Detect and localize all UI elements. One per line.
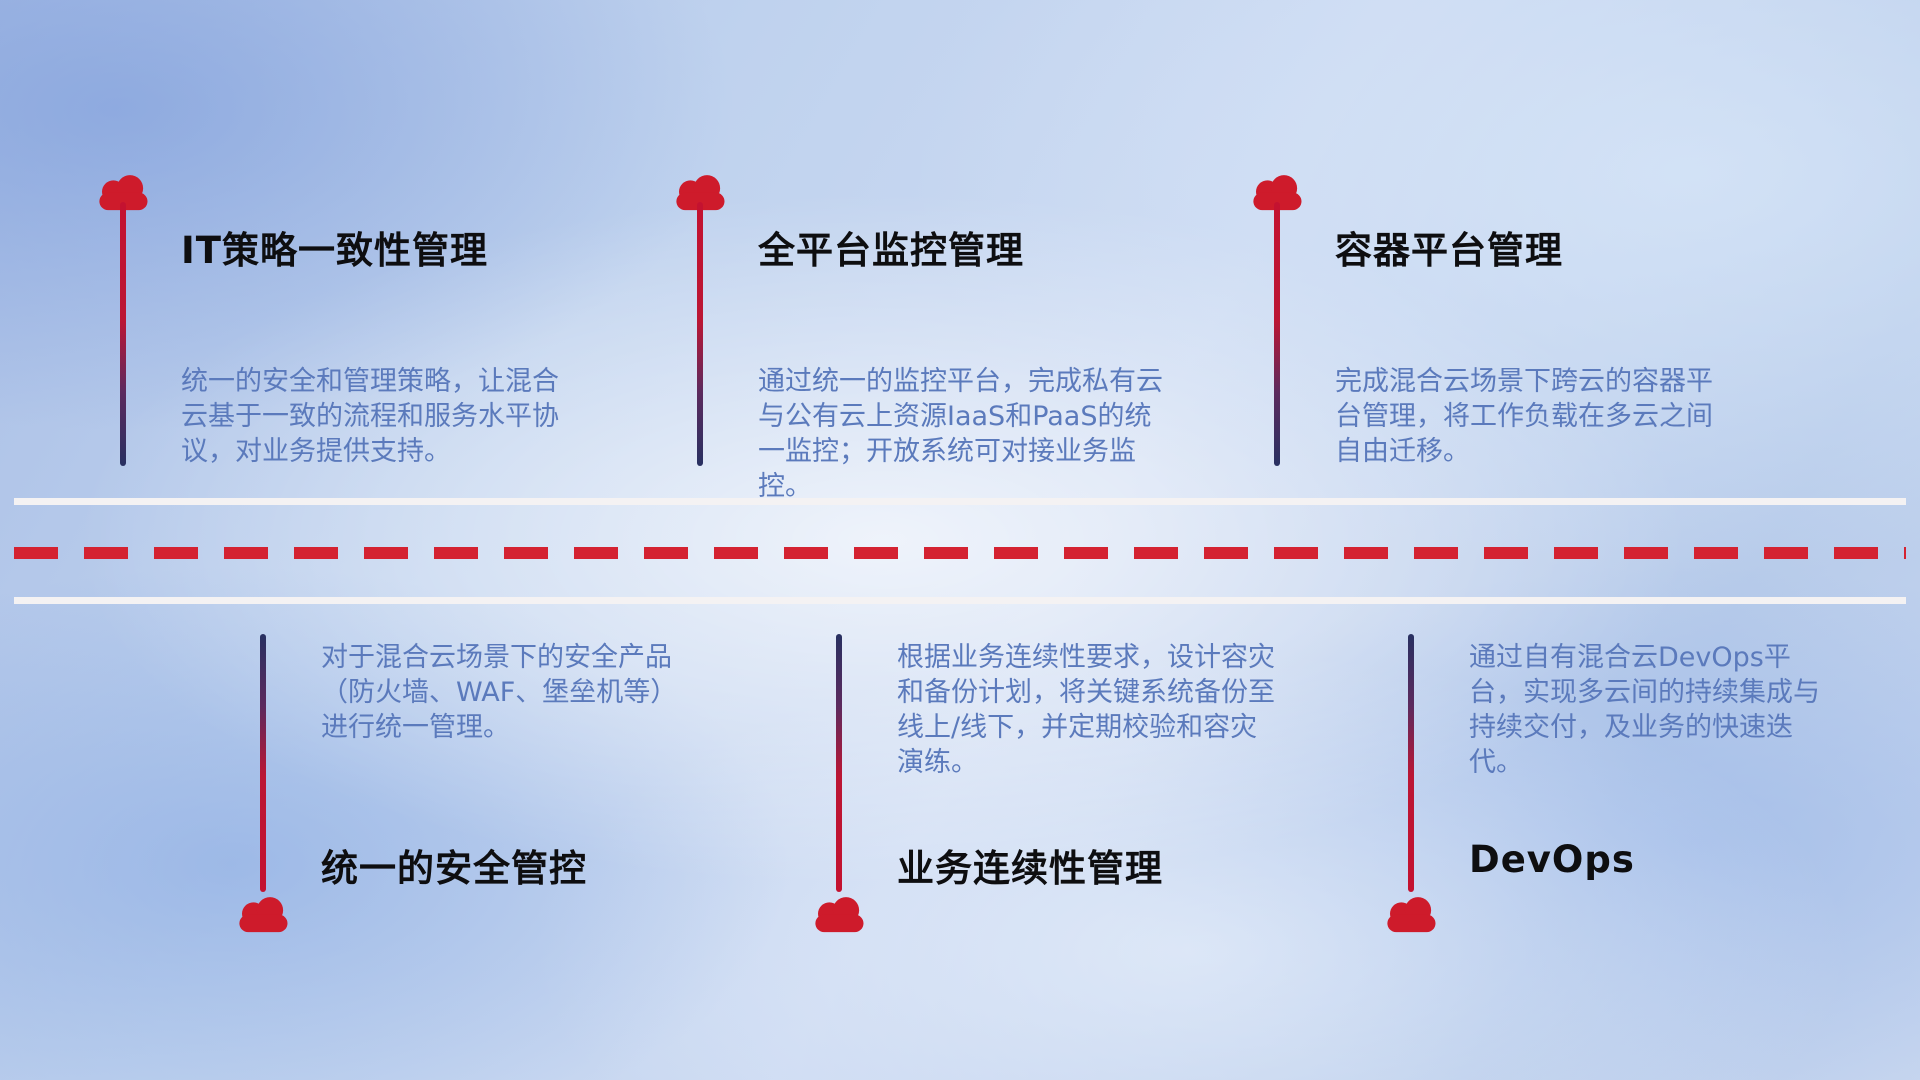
cloud-icon [672, 168, 728, 212]
connector-line [697, 202, 703, 466]
item-title: DevOps [1469, 838, 1635, 881]
item-title: 统一的安全管控 [321, 847, 587, 890]
cloud-icon [95, 168, 151, 212]
item-title: 容器平台管理 [1335, 229, 1563, 272]
item-description: 对于混合云场景下的安全产品（防火墙、WAF、堡垒机等）进行统一管理。 [321, 642, 678, 743]
cloud-icon [1249, 168, 1305, 212]
connector-line [1408, 634, 1414, 892]
cloud-icon [235, 890, 291, 934]
item-title: IT策略一致性管理 [181, 229, 489, 272]
connector-line [260, 634, 266, 892]
road-bottom-line [14, 597, 1906, 604]
cloud-icon [1383, 890, 1439, 934]
item-title: 业务连续性管理 [897, 847, 1163, 890]
item-title: 全平台监控管理 [758, 229, 1024, 272]
cloud-icon [811, 890, 867, 934]
item-description: 通过统一的监控平台，完成私有云与公有云上资源IaaS和PaaS的统一监控；开放系… [758, 366, 1163, 502]
item-description: 根据业务连续性要求，设计容灾和备份计划，将关键系统备份至线上/线下，并定期校验和… [897, 642, 1275, 778]
road-dashed-line [14, 547, 1906, 559]
item-description: 完成混合云场景下跨云的容器平台管理，将工作负载在多云之间自由迁移。 [1335, 366, 1713, 467]
road-top-line [14, 498, 1906, 505]
item-description: 统一的安全和管理策略，让混合云基于一致的流程和服务水平协议，对业务提供支持。 [181, 366, 559, 467]
connector-line [836, 634, 842, 892]
connector-line [120, 202, 126, 466]
item-description: 通过自有混合云DevOps平台，实现多云间的持续集成与持续交付，及业务的快速迭代… [1469, 642, 1820, 778]
connector-line [1274, 202, 1280, 466]
